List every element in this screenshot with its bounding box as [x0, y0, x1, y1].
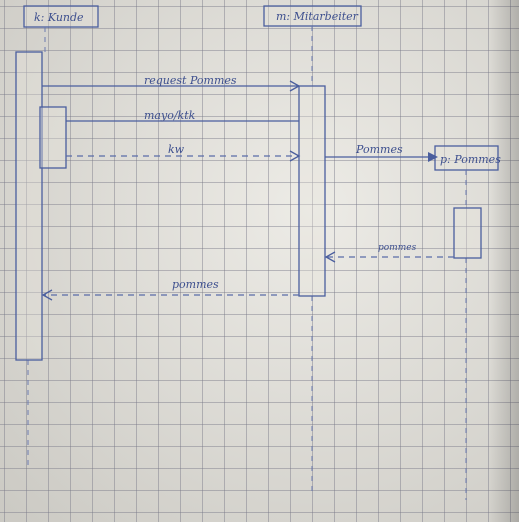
message-pommes-return-mitarbeiter: pommes [324, 243, 454, 263]
message-request-pommes: request Pommes [42, 74, 301, 92]
message-pommes-return-kunde-label: pommes [172, 278, 219, 291]
paper-shadow [490, 0, 519, 522]
arrow-head-icon [289, 80, 301, 92]
lifeline-mitarbeiter-label: m: Mitarbeiter [276, 10, 359, 23]
message-kw: kw [66, 143, 301, 162]
lifeline-pommes-label: p: Pommes [440, 153, 501, 166]
message-pommes-create-label: Pommes [355, 143, 403, 156]
arrow-head-icon [324, 251, 336, 263]
arrow-head-icon [289, 150, 301, 162]
activation-kunde [15, 51, 43, 361]
lifeline-pommes: p: Pommes [434, 145, 501, 500]
activation-pommes [453, 207, 482, 259]
lifeline-kunde-box [23, 5, 99, 28]
activation-kunde-nested [39, 106, 67, 169]
message-kw-label: kw [168, 143, 185, 156]
message-pommes-return-mitarbeiter-label: pommes [378, 243, 417, 253]
lifeline-kunde-label: k: Kunde [34, 11, 84, 24]
message-request-label: request Pommes [144, 74, 237, 87]
lifeline-kunde: k: Kunde [15, 5, 99, 470]
message-pommes-create: Pommes [325, 143, 438, 162]
arrow-head-icon [428, 152, 438, 162]
message-mayo-label: mayo/ktk [144, 109, 196, 122]
message-pommes-return-kunde: pommes [41, 278, 299, 301]
activation-mitarbeiter [298, 85, 326, 297]
arrow-head-icon [41, 289, 53, 301]
lifeline-mitarbeiter: m: Mitarbeiter [263, 5, 362, 492]
message-mayo: mayo/ktk [66, 109, 299, 122]
